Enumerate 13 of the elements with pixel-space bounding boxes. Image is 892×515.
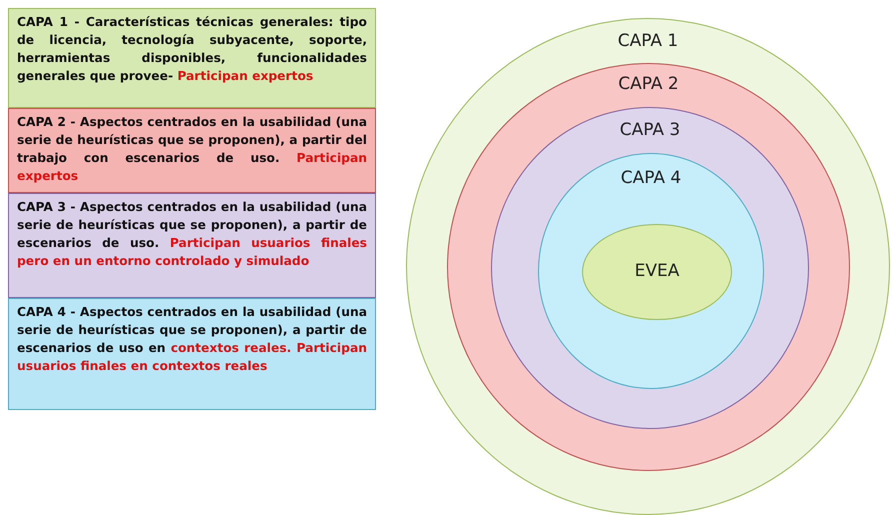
layer-label: EVEA bbox=[634, 261, 680, 281]
layer-description: CAPA 3 - Aspectos centrados en la usabilidad (una serie de heurísticas que se proponen), a partir de escenarios de uso. Participan usuarios finales pero en un entorno controlado y simulado bbox=[17, 199, 367, 270]
description-box bbox=[8, 298, 376, 410]
layer-description: CAPA 1 - Características técnicas generales: tipo de licencia, tecnología subyacente, soporte, herramientas disponibles, funcionalidades generales que provee- Participan expertos bbox=[17, 14, 367, 85]
description-box bbox=[8, 8, 376, 108]
layer-description: CAPA 4 - Aspectos centrados en la usabilidad (una serie de heurísticas que se proponen), a partir de escenarios de uso en contextos reales. Participan usuarios finales en contextos reales bbox=[17, 304, 367, 375]
layer-label: CAPA 2 bbox=[617, 74, 680, 94]
layer-label: CAPA 3 bbox=[618, 120, 682, 140]
layer-description: CAPA 2 - Aspectos centrados en la usabilidad (una serie de heurísticas que se proponen), a partir del trabajo con escenarios de uso. Participan expertos bbox=[17, 114, 367, 185]
description-box bbox=[8, 193, 376, 298]
layer-label: CAPA 1 bbox=[616, 31, 680, 51]
layer-label: CAPA 4 bbox=[620, 168, 682, 188]
description-box bbox=[8, 108, 376, 193]
